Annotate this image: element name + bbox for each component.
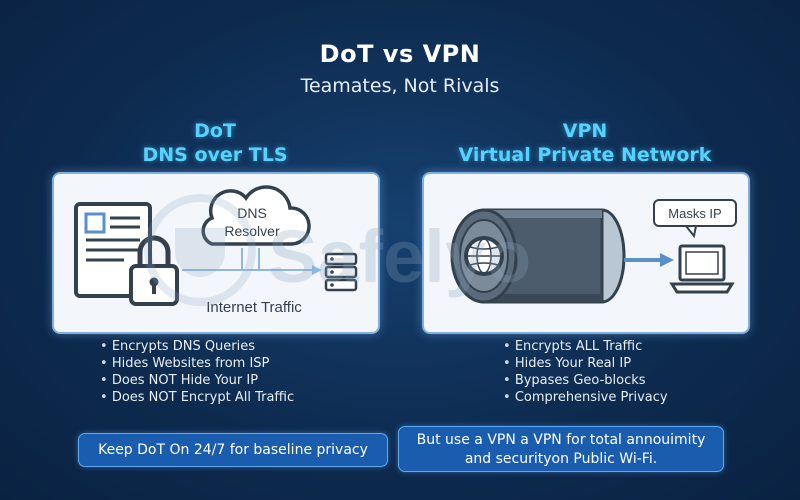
tunnel-arrow <box>624 253 674 267</box>
globe-icon <box>466 238 502 274</box>
vpn-illustration-card: Masks IP <box>422 172 750 334</box>
vpn-heading: VPN Virtual Private Network <box>420 119 750 167</box>
padlock-icon <box>129 235 179 306</box>
page-subtitle: Teamates, Not Rivals <box>300 75 500 97</box>
vpn-callout: But use a VPN a VPN for total annouimity… <box>398 426 724 472</box>
vpn-callout-line2: and securityon Public Wi-Fi. <box>464 451 658 467</box>
list-item: Bypases Geo-blocks <box>503 372 668 389</box>
dot-illustration-card: DNS Resolver Internet Traffic <box>52 172 380 334</box>
dot-heading-full: DNS over TLS <box>142 144 288 166</box>
list-item: Encrypts ALL Traffic <box>503 338 668 355</box>
dot-bullet-list: Encrypts DNS Queries Hides Websites from… <box>100 338 294 406</box>
list-item: Hides Your Real IP <box>503 355 668 372</box>
masks-ip-bubble: Masks IP <box>653 199 737 239</box>
dot-heading: DoT DNS over TLS <box>50 119 380 167</box>
vpn-illustration: Masks IP <box>450 199 737 304</box>
resolver-label-line2: Resolver <box>224 223 280 239</box>
vpn-heading-abbr: VPN <box>562 120 608 142</box>
list-item: Comprehensive Privacy <box>503 389 668 406</box>
laptop-icon <box>669 244 735 294</box>
list-item: Does NOT Hide Your IP <box>100 372 294 389</box>
dot-illustration: DNS Resolver Internet Traffic <box>74 185 358 316</box>
vpn-heading-full: Virtual Private Network <box>458 144 712 166</box>
dot-callout: Keep DoT On 24/7 for baseline privacy <box>78 433 388 467</box>
cloud-icon: DNS Resolver <box>201 185 311 246</box>
server-icon <box>324 252 358 292</box>
masks-ip-text: Masks IP <box>668 206 721 221</box>
list-item: Hides Websites from ISP <box>100 355 294 372</box>
resolver-label-line1: DNS <box>237 205 267 221</box>
tunnel-icon <box>450 208 626 304</box>
traffic-arrows <box>182 248 322 275</box>
vpn-bullet-list: Encrypts ALL Traffic Hides Your Real IP … <box>503 338 668 406</box>
page-title: DoT vs VPN <box>319 40 481 68</box>
traffic-caption: Internet Traffic <box>206 299 302 316</box>
list-item: Encrypts DNS Queries <box>100 338 294 355</box>
vpn-callout-line1: But use a VPN a VPN for total annouimity <box>416 432 706 448</box>
list-item: Does NOT Encrypt All Traffic <box>100 389 294 406</box>
dot-heading-abbr: DoT <box>194 120 236 142</box>
